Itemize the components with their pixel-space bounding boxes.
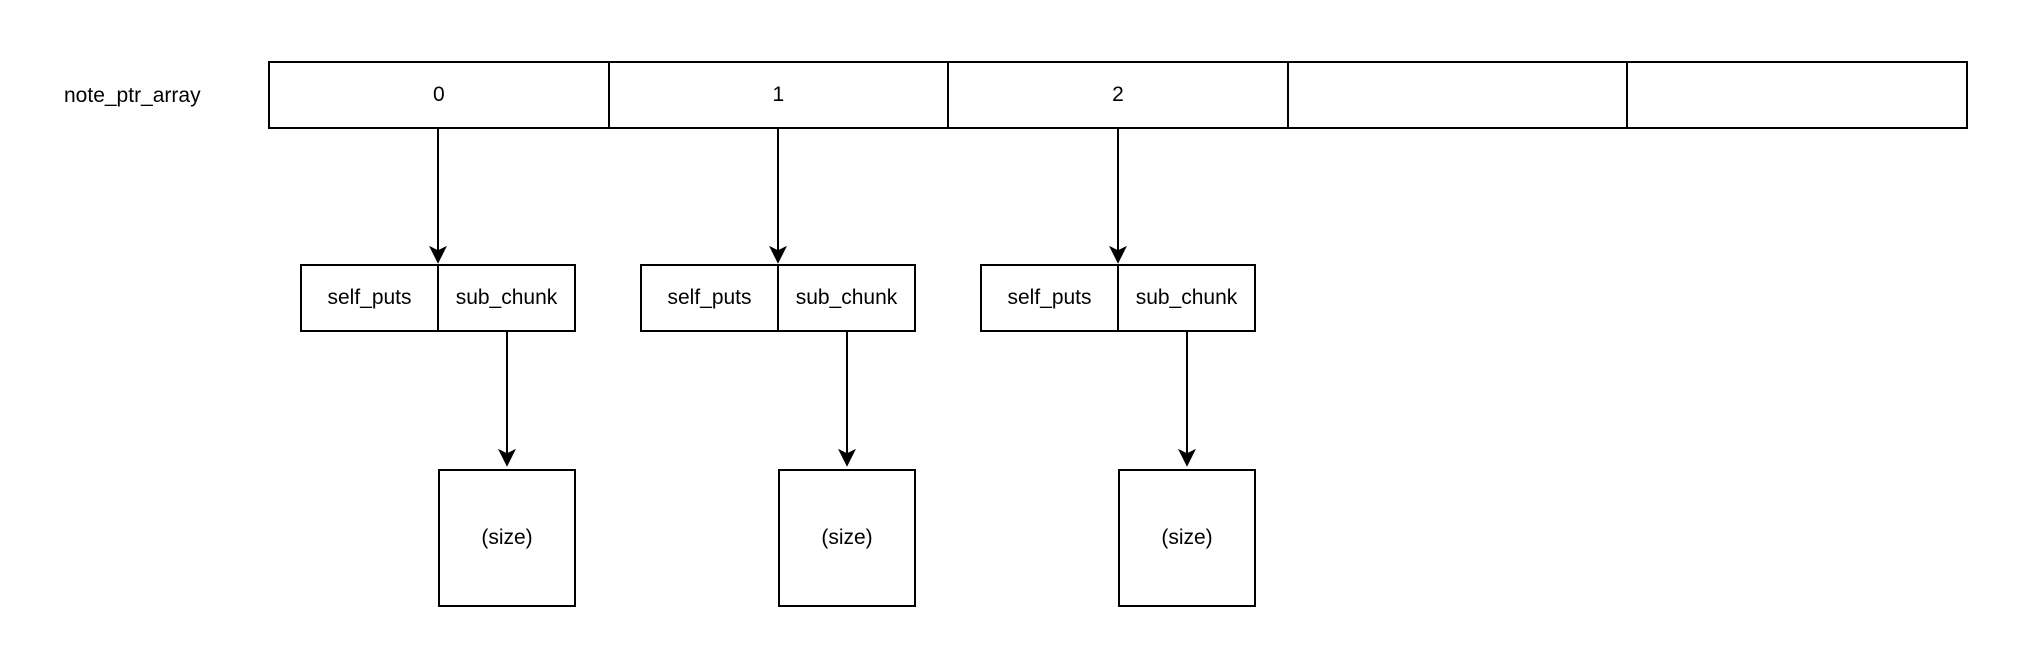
note-ptr-array-box: 0 1 2 xyxy=(268,61,1968,129)
record-1-field-sub-chunk: sub_chunk xyxy=(795,286,898,309)
size-box-1: (size) xyxy=(778,469,916,607)
note-record-1: self_puts sub_chunk xyxy=(640,264,916,332)
array-cell-4 xyxy=(1628,63,1966,127)
record-2-field-sub-chunk: sub_chunk xyxy=(1135,286,1238,309)
size-box-2: (size) xyxy=(1118,469,1256,607)
note-record-0: self_puts sub_chunk xyxy=(300,264,576,332)
array-name-label: note_ptr_array xyxy=(64,84,201,107)
record-1-field-self-puts: self_puts xyxy=(642,266,779,330)
array-cell-0: 0 xyxy=(270,63,610,127)
size-box-0: (size) xyxy=(438,469,576,607)
array-cell-3 xyxy=(1289,63,1629,127)
record-2-field-self-puts: self_puts xyxy=(982,266,1119,330)
array-cell-1: 1 xyxy=(610,63,950,127)
note-record-2: self_puts sub_chunk xyxy=(980,264,1256,332)
record-0-field-self-puts: self_puts xyxy=(302,266,439,330)
array-cell-2: 2 xyxy=(949,63,1289,127)
record-0-field-sub-chunk: sub_chunk xyxy=(455,286,558,309)
